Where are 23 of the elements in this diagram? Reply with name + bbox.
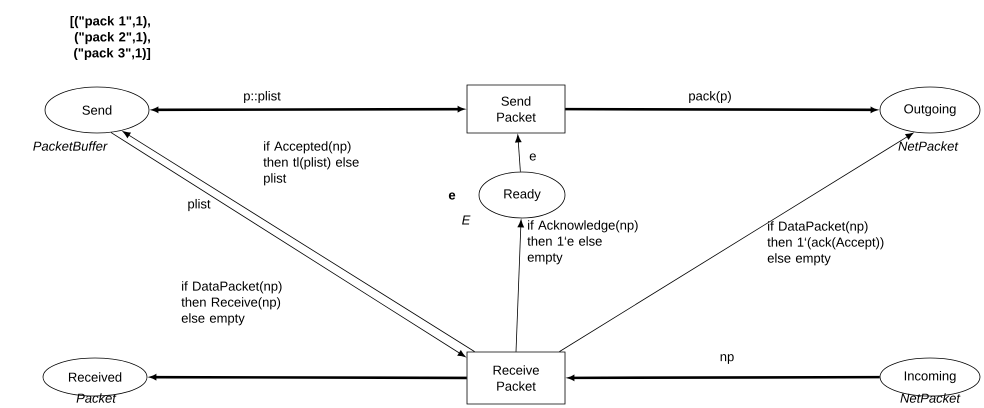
- arc-inscription: if DataPacket(np) then Receive(np) else empty: [181, 281, 282, 326]
- arc-arrow: [150, 374, 467, 380]
- arc-inscription: if DataPacket(np) then 1‘(ack(Accept)) else empty: [767, 221, 884, 266]
- arc-arrow: [565, 107, 877, 113]
- arc-arrow: [516, 220, 524, 352]
- colour-set-label: E: [462, 216, 470, 224]
- arc-inscription: p::plist: [244, 90, 281, 104]
- arc-inscription: pack(p): [689, 90, 731, 104]
- colour-set-label: NetPacket: [898, 141, 958, 151]
- arc-inscription: if Accepted(np) then tl(plist) else plist: [263, 141, 359, 186]
- transition-box: Send Packet: [466, 84, 566, 134]
- transition-box: Receive Packet: [466, 352, 566, 404]
- initial-marking: [("pack 1",1), ("pack 2",1), ("pack 3",1)]: [70, 16, 150, 60]
- arc-arrow: [515, 134, 522, 172]
- arc-arrow: [152, 106, 464, 113]
- arc-inscription: e: [530, 153, 536, 161]
- colour-set-label: PacketBuffer: [33, 141, 108, 151]
- arc-inscription: plist: [188, 198, 210, 212]
- initial-marking: e: [448, 192, 456, 200]
- arc-inscription: np: [720, 354, 734, 364]
- arc-inscription: if Acknowledge(np) then 1‘e else empty: [527, 220, 638, 264]
- arc-arrow: [559, 132, 914, 352]
- arc-arrow: [568, 375, 880, 381]
